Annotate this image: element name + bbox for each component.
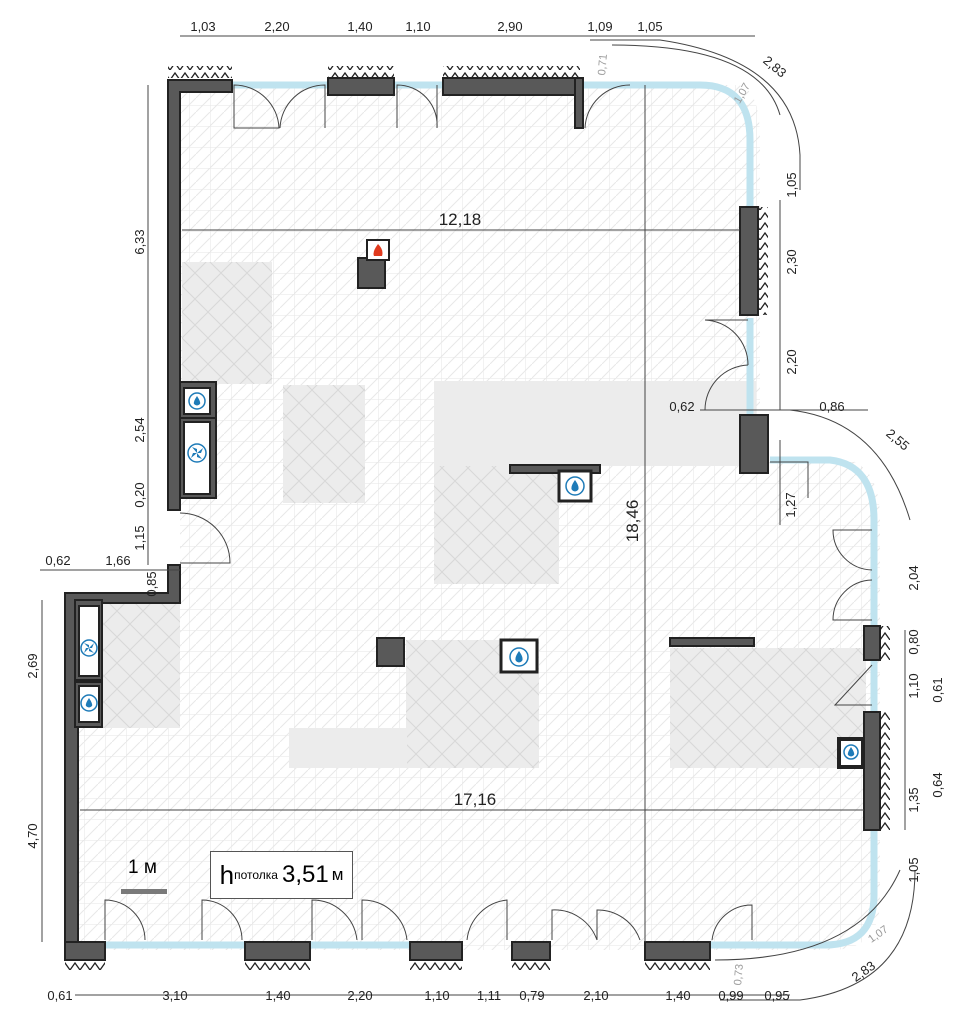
dim-left: 2,54 <box>132 417 147 442</box>
dim-left-step: 1,66 <box>105 553 130 568</box>
dim-curve: 0,71 <box>596 54 610 76</box>
ceiling-height-label: h потолка 3,51 м <box>210 851 353 899</box>
wall-left-upper <box>167 79 233 511</box>
glass-facade <box>580 81 754 212</box>
water-riser-icon <box>557 469 593 503</box>
zone <box>434 381 756 466</box>
dim-right: 2,04 <box>906 565 921 590</box>
dim-top: 1,09 <box>587 19 612 34</box>
fan-icon <box>183 421 211 495</box>
zone <box>182 262 272 384</box>
dim-curve: 0,73 <box>732 964 746 986</box>
zone <box>434 466 559 584</box>
dim-bottom: 1,11 <box>477 988 501 1003</box>
dim-curve: 2,83 <box>849 958 878 985</box>
zone <box>289 728 407 768</box>
dim-right: 2,30 <box>784 249 799 274</box>
water-riser-icon <box>183 387 211 415</box>
dim-right: 1,27 <box>783 492 798 517</box>
dim-bottom: 1,10 <box>424 988 449 1003</box>
dim-notch: 2,55 <box>883 426 912 454</box>
column <box>357 257 386 289</box>
dim-curve: 2,83 <box>760 53 789 81</box>
dim-top: 1,40 <box>347 19 372 34</box>
zone <box>95 603 180 728</box>
dim-bottom: 2,20 <box>347 988 372 1003</box>
partition <box>509 464 601 474</box>
fan-icon <box>78 605 100 677</box>
dim-interior-width: 17,16 <box>454 790 497 809</box>
dim-top: 1,05 <box>637 19 662 34</box>
water-riser-icon <box>839 739 863 767</box>
dim-right: 0,80 <box>906 629 921 654</box>
dim-top: 2,20 <box>264 19 289 34</box>
dim-bottom: 0,61 <box>47 988 72 1003</box>
scale-label: 1 м <box>128 857 157 878</box>
ceiling-letter: h <box>219 859 235 890</box>
ceiling-value: 3,51 <box>281 861 329 888</box>
dim-top: 1,03 <box>190 19 215 34</box>
wall-right-lower <box>863 625 881 661</box>
scale-bar <box>121 889 167 894</box>
dim-right: 1,35 <box>906 787 921 812</box>
dim-left: 0,85 <box>144 571 159 596</box>
dim-left-step: 0,62 <box>45 553 70 568</box>
dim-interior-depth: 18,46 <box>623 500 642 543</box>
dim-right: 0,61 <box>930 677 945 702</box>
dim-right: 2,20 <box>784 349 799 374</box>
dim-bottom: 3,10 <box>162 988 187 1003</box>
water-riser-icon <box>78 685 100 723</box>
ceiling-subscript: потолка <box>234 868 278 882</box>
dim-bottom: 1,40 <box>265 988 290 1003</box>
dim-right: 1,05 <box>784 172 799 197</box>
dim-top: 1,10 <box>405 19 430 34</box>
dim-notch: 0,86 <box>819 399 844 414</box>
wall-top <box>327 77 395 96</box>
water-riser-icon <box>499 638 539 674</box>
dim-right: 0,64 <box>930 772 945 797</box>
dim-left: 2,69 <box>25 653 40 678</box>
dim-bottom: 0,99 <box>718 988 743 1003</box>
dim-top: 2,90 <box>497 19 522 34</box>
door <box>104 84 873 941</box>
dim-left: 0,20 <box>132 482 147 507</box>
dim-notch: 0,62 <box>669 399 694 414</box>
ceiling-unit: м <box>331 865 344 884</box>
wall-right-upper <box>739 206 759 316</box>
dim-bottom: 1,40 <box>665 988 690 1003</box>
zone <box>670 648 866 768</box>
dim-left: 4,70 <box>25 823 40 848</box>
dim-right: 1,05 <box>906 857 921 882</box>
dim-interior-width: 12,18 <box>439 210 482 229</box>
dim-bottom: 2,10 <box>583 988 608 1003</box>
dim-bottom: 0,95 <box>764 988 789 1003</box>
dim-right: 1,10 <box>906 673 921 698</box>
dim-bottom: 0,79 <box>519 988 544 1003</box>
zone <box>283 385 365 503</box>
wall-bottom <box>64 941 106 961</box>
dim-left: 6,33 <box>132 229 147 254</box>
dim-left: 1,15 <box>132 525 147 550</box>
